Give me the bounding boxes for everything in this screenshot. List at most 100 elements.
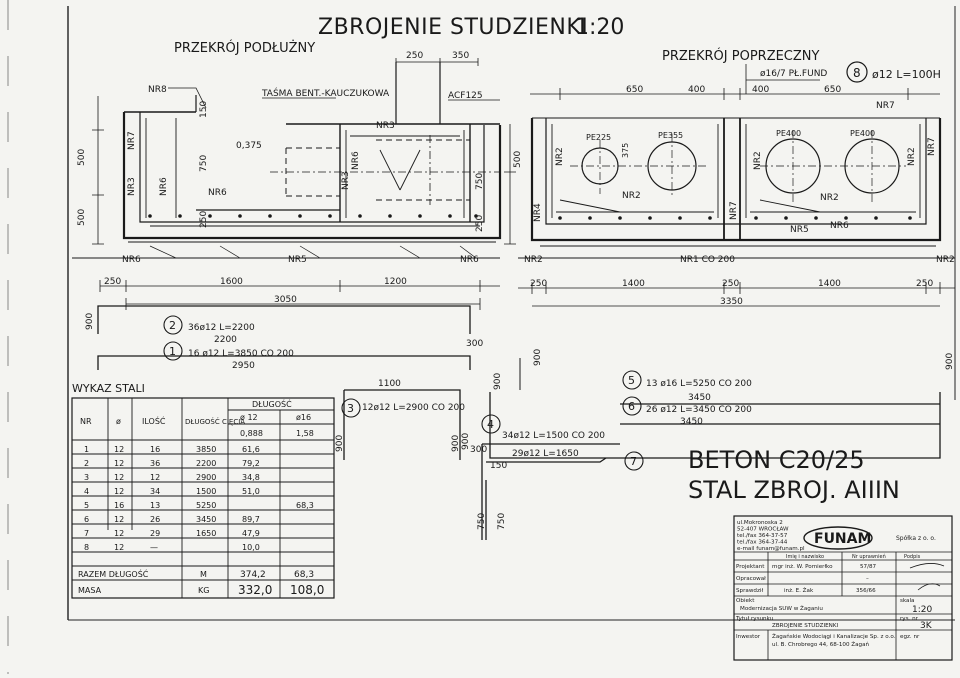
cross-nr2-b: NR2 (820, 193, 839, 203)
dim-v-750: 750 (199, 155, 209, 172)
bar-vdim-a: 900 (85, 313, 95, 330)
label-nr6-wall2: NR6 (159, 177, 169, 196)
schedule-cell-len: 2900 (196, 473, 216, 482)
dim-v-150: 150 (199, 101, 209, 118)
schedule-cell-phi: 12 (114, 487, 124, 496)
bar8-text: ø12 L=100H (872, 68, 941, 81)
bottom-dim-1200: 1200 (384, 277, 407, 287)
cross-dim-650b: 650 (824, 85, 841, 95)
schedule-cell-l12: 47,9 (242, 529, 260, 538)
schedule-cell-nr: 6 (84, 515, 89, 524)
bar-vdim-750a: 750 (477, 513, 487, 530)
schedule-totals: RAZEM DŁUGOŚĆ M 374,2 68,3 MASA KG 332,0… (78, 568, 324, 597)
cross-dim-400b: 400 (752, 85, 769, 95)
bar-vdim-c: 900 (335, 435, 345, 452)
cross-dim-375: 375 (621, 143, 630, 158)
checker-name: inż. E. Żak (784, 587, 814, 594)
investor-addr: ul. B. Chrobrego 44, 68-100 Żagań (772, 641, 870, 648)
total-len-16: 68,3 (294, 570, 314, 580)
bar-vdim-300: 300 (466, 339, 483, 349)
col-nr: NR (80, 417, 92, 426)
investor-value: Żagańskie Wodociągi i Kanalizacje Sp. z … (772, 633, 896, 640)
addr-line-1: ul.Mokronoska 2 (737, 520, 783, 526)
schedule-cell-nr: 8 (84, 543, 89, 552)
label-acf: ACF125 (448, 91, 483, 101)
addr-line-3: tel./fax 364-37-57 (737, 533, 788, 539)
bottom-dim-250: 250 (104, 277, 121, 287)
bar-dim-3: 1100 (378, 379, 401, 389)
label-nr6-a: NR6 (208, 188, 227, 198)
bar-vdim-f: 900 (533, 349, 543, 366)
mass-16: 108,0 (290, 583, 324, 597)
designer-perm: 57/87 (860, 564, 877, 570)
bar-shape-labels: 2 36ø12 L=2200 2200 1 16 ø12 L=3850 CO 2… (85, 313, 955, 530)
bar-dim-6: 3450 (680, 417, 703, 427)
schedule-cell-phi: 12 (114, 459, 124, 468)
bar-dim-5: 3450 (688, 393, 711, 403)
cross-section (518, 61, 955, 307)
bar-dim-2: 2200 (214, 335, 237, 345)
mass-label: MASA (78, 586, 102, 595)
addr-line-2: 52-407 WROCŁAW (737, 527, 789, 533)
mass-12: 332,0 (238, 583, 272, 597)
schedule-cell-len: 5250 (196, 501, 216, 510)
company-suffix: Spółka z o. o. (896, 535, 936, 542)
bar-dim-1: 2950 (232, 361, 255, 371)
cross-nr2-right: NR2 (936, 255, 955, 265)
bar-mark-3: 3 (347, 402, 354, 415)
schedule-table (71, 397, 335, 599)
designer-name: mgr inż. W. Pomierłko (772, 564, 833, 570)
label-nr3-block: NR3 (341, 171, 351, 190)
checker-perm: 356/66 (856, 588, 876, 594)
material-steel: STAL ZBROJ. AIIIN (688, 476, 900, 504)
mass-unit: KG (198, 586, 209, 595)
schedule-cell-len: 3850 (196, 445, 216, 454)
top-dim-350: 350 (452, 51, 469, 61)
schedule-cell-nr: 2 (84, 459, 89, 468)
label-tape: TAŚMA BENT.-KAUCZUKOWA (261, 87, 390, 99)
label-nr6-block: NR6 (351, 151, 361, 170)
company-logo: FUNAM (814, 531, 871, 547)
dim-v-500b: 500 (77, 209, 87, 226)
cross-bdim-1400a: 1400 (622, 279, 645, 289)
bar8-mark: 8 (853, 66, 861, 80)
scale-value: 1:20 (912, 605, 932, 615)
cross-bdim-250c: 250 (916, 279, 933, 289)
bar-mark-6: 6 (628, 400, 635, 413)
col-phi12: ø 12 (240, 413, 258, 422)
label-level: 0,375 (236, 141, 262, 151)
bar-vdim-b: 900 (945, 353, 955, 370)
cross-nr7-mid: NR7 (729, 201, 739, 220)
drafter-label: Opracował (736, 576, 766, 582)
scale-label: skala (900, 598, 914, 604)
bar-mark-4: 4 (487, 418, 494, 431)
schedule-cell-nr: 5 (84, 501, 89, 510)
title-block-text: ul.Mokronoska 2 52-407 WROCŁAW tel./fax … (735, 520, 936, 648)
pipe-pe400a: PE400 (776, 129, 801, 138)
total-len-label: RAZEM DŁUGOŚĆ (78, 568, 149, 579)
schedule-cell-phi: 16 (114, 501, 124, 510)
cross-nr2-wall-a: NR2 (555, 147, 565, 166)
title-block (733, 515, 953, 661)
bar-text-4: 34ø12 L=1500 CO 200 (502, 431, 605, 441)
drawing-scale: 1:20 (575, 15, 624, 40)
top-dim-250: 250 (406, 51, 423, 61)
schedule-cell-count: 12 (150, 473, 160, 482)
label-nr7-wall: NR7 (127, 131, 137, 150)
cross-nr4: NR4 (533, 203, 543, 222)
cross-bottom-label: NR1 CO 200 (680, 255, 735, 265)
schedule-cell-phi: 12 (114, 543, 124, 552)
schedule-cell-l12: 61,6 (242, 445, 260, 454)
bottom-dim-3050: 3050 (274, 295, 297, 305)
bar-mark-5: 5 (628, 374, 635, 387)
bar-mark-1: 1 (169, 345, 176, 358)
label-nr8: NR8 (148, 85, 167, 95)
bar-text-5: 13 ø16 L=5250 CO 200 (646, 379, 752, 389)
designer-label: Projektant (736, 564, 765, 570)
schedule-cell-phi: 12 (114, 473, 124, 482)
col-w12: 0,888 (240, 429, 263, 438)
col-count: ILOŚĆ (142, 415, 166, 426)
